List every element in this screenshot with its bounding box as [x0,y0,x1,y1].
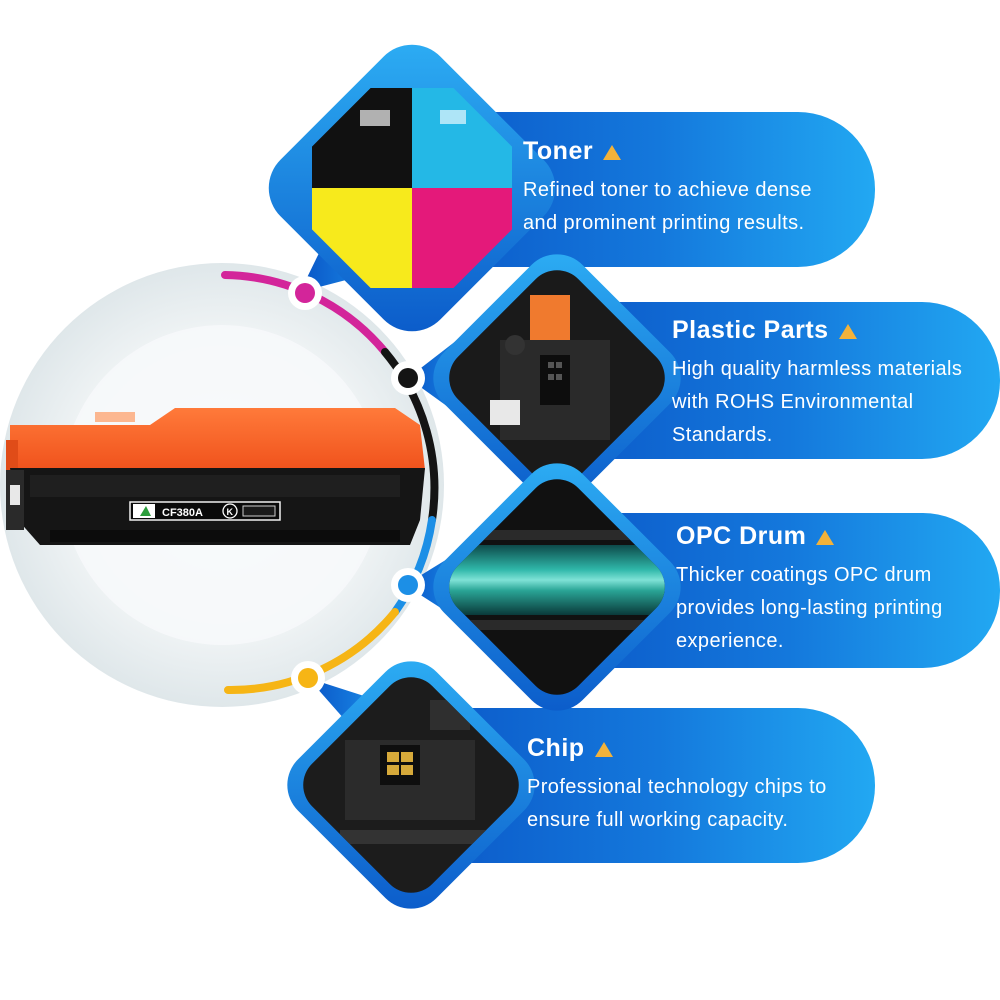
feature-title: OPC Drum [676,522,807,550]
arc-blue [391,516,436,616]
cartridge-color-code: K [227,507,234,517]
feature-toner: Toner Refined toner to achieve dense and… [523,137,863,240]
feature-description: Professional technology chips to ensure … [527,776,827,831]
feature-description: High quality harmless materials with ROH… [672,358,963,446]
triangle-icon [594,742,613,757]
feature-title: Plastic Parts [672,316,829,344]
triangle-icon [816,530,835,545]
feature-title: Toner [523,137,594,165]
toner-cartridge-image: CF380A K [6,408,425,545]
arc-dots [288,276,425,695]
feature-description: Refined toner to achieve dense and promi… [523,179,812,234]
feature-chip: Chip Professional technology chips to en… [527,734,867,837]
feature-title: Chip [527,734,585,762]
triangle-icon [603,145,622,160]
opc-drum-closeup-icon [433,463,681,711]
feature-description: Thicker coatings OPC drum provides long-… [676,564,943,652]
feature-opc-drum: OPC Drum Thicker coatings OPC drum provi… [676,522,986,658]
triangle-icon [838,324,857,339]
feature-plastic-parts: Plastic Parts High quality harmless mate… [672,316,992,452]
cartridge-model-label: CF380A [162,507,203,519]
feature-card-chip [395,708,875,863]
